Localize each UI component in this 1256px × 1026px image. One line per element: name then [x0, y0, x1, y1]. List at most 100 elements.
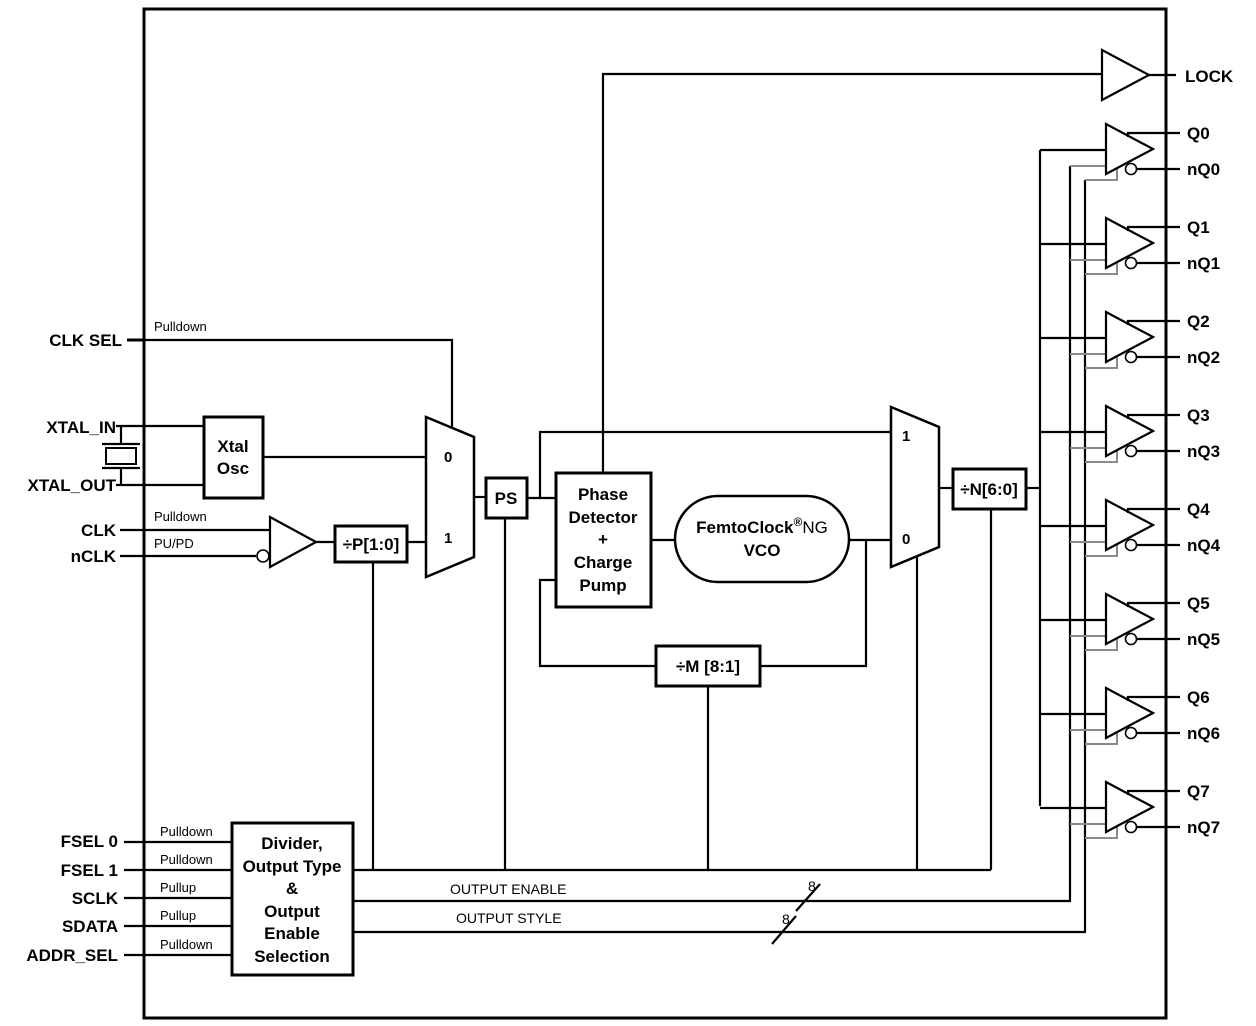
output-buffer [1104, 404, 1156, 458]
vco-label-2: VCO [744, 541, 781, 560]
output-buffer [1104, 310, 1156, 364]
note-addr-sel: Pulldown [160, 937, 213, 952]
note-sdata: Pullup [160, 908, 196, 923]
n-divider-label: ÷N[6:0] [960, 480, 1018, 499]
input-mux-label-0: 0 [444, 449, 452, 466]
output-enable-bus [353, 166, 1072, 903]
output-mux-label-0: 0 [902, 531, 910, 548]
xtal-osc-label-1: Xtal [217, 437, 248, 456]
note-clk: Pulldown [154, 509, 207, 524]
nq-invert-bubble [1124, 632, 1138, 646]
pd-label-3: + [598, 530, 608, 549]
control-label-4: Output [264, 902, 320, 921]
pin-fsel1: FSEL 1 [61, 861, 118, 880]
pin-clk: CLK [81, 521, 117, 540]
control-label-3: & [286, 879, 298, 898]
pin-lock: LOCK [1185, 67, 1234, 86]
input-buffer [268, 515, 319, 569]
wire-q-out [1126, 789, 1180, 795]
ps-block [484, 476, 529, 520]
buffer-style-tap [1085, 355, 1118, 369]
pin-q7: Q7 [1187, 782, 1210, 801]
output-buffer [1104, 780, 1156, 834]
pin-nq1: nQ1 [1187, 254, 1220, 273]
wire-q-out [1126, 131, 1180, 137]
buffer-enable-tap [1070, 726, 1112, 731]
pin-nq4: nQ4 [1187, 536, 1221, 555]
pin-clk-sel: CLK SEL [49, 331, 122, 350]
pin-q0: Q0 [1187, 124, 1210, 143]
pin-nq7: nQ7 [1187, 818, 1220, 837]
wire-vco-feedback [760, 540, 868, 668]
pin-xtal-in: XTAL_IN [46, 418, 116, 437]
input-mux [424, 415, 476, 579]
pin-q2: Q2 [1187, 312, 1210, 331]
xtal-osc-label-2: Osc [217, 459, 249, 478]
input-mux-label-1: 1 [444, 530, 452, 547]
control-block [230, 821, 355, 977]
output-style-bus [353, 180, 1087, 934]
pin-q4: Q4 [1187, 500, 1210, 519]
wire-q-out [1126, 413, 1180, 419]
buffer-enable-tap [1070, 820, 1112, 825]
nq-invert-bubble [1124, 538, 1138, 552]
wire-ps-bypass [538, 430, 893, 498]
buffer-style-tap [1085, 167, 1118, 181]
pin-nq2: nQ2 [1187, 348, 1220, 367]
crystal-symbol [105, 447, 137, 465]
nclk-invert-bubble [256, 549, 270, 563]
xtal-osc-block [202, 415, 265, 500]
output-style-width: 8 [782, 911, 790, 927]
lock-buffer [1100, 48, 1152, 102]
wire-q-out [1126, 225, 1180, 231]
vco-label-1: FemtoClock®NG [696, 515, 828, 537]
pin-nq3: nQ3 [1187, 442, 1220, 461]
output-style-label: OUTPUT STYLE [456, 910, 562, 926]
p-divider-label: ÷P[1:0] [343, 535, 400, 554]
vco-suffix: NG [802, 518, 828, 537]
nq-invert-bubble [1124, 726, 1138, 740]
note-nclk: PU/PD [154, 536, 194, 551]
nq-invert-bubble [1124, 820, 1138, 834]
buffer-style-tap [1085, 731, 1118, 745]
output-buffer [1104, 686, 1156, 740]
ps-label: PS [495, 489, 518, 508]
buffer-enable-tap [1070, 162, 1112, 167]
output-style-slash [771, 915, 797, 945]
vco-block [673, 494, 851, 584]
note-sclk: Pullup [160, 880, 196, 895]
wire-q-out [1126, 507, 1180, 513]
p-divider-block [333, 524, 409, 564]
m-divider-block [654, 644, 762, 688]
output-enable-label: OUTPUT ENABLE [450, 881, 566, 897]
pin-q5: Q5 [1187, 594, 1210, 613]
nq-invert-bubble [1124, 162, 1138, 176]
output-enable-slash [795, 883, 821, 912]
pin-fsel0: FSEL 0 [61, 832, 118, 851]
buffer-enable-tap [1070, 632, 1112, 637]
pin-nq6: nQ6 [1187, 724, 1220, 743]
buffer-enable-tap [1070, 444, 1112, 449]
output-buffer [1104, 122, 1156, 176]
note-fsel0: Pulldown [160, 824, 213, 839]
pd-label-1: Phase [578, 485, 628, 504]
pin-q1: Q1 [1187, 218, 1210, 237]
note-fsel1: Pulldown [160, 852, 213, 867]
pd-label-2: Detector [569, 508, 638, 527]
wire-lock [601, 72, 1103, 473]
output-buffer [1104, 498, 1156, 552]
control-label-6: Selection [254, 947, 330, 966]
pin-q3: Q3 [1187, 406, 1210, 425]
wire-q-out [1126, 695, 1180, 701]
buffer-enable-tap [1070, 350, 1112, 355]
output-buffer [1104, 592, 1156, 646]
buffer-style-tap [1085, 543, 1118, 557]
nq-invert-bubble [1124, 256, 1138, 270]
pd-label-4: Charge [574, 553, 633, 572]
pin-sdata: SDATA [62, 917, 118, 936]
nq-invert-bubble [1124, 350, 1138, 364]
pin-xtal-out: XTAL_OUT [28, 476, 117, 495]
vco-reg-mark: ® [793, 515, 802, 529]
